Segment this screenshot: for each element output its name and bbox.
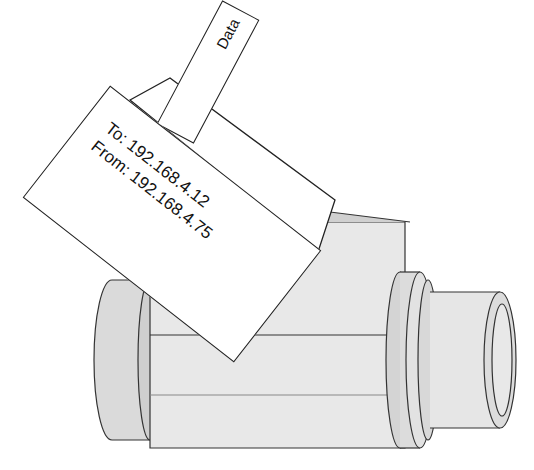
pipe-highlight <box>150 334 405 335</box>
end-cap-edge <box>430 427 500 428</box>
pipe-shade <box>150 394 405 395</box>
end-cap-edge <box>430 291 500 292</box>
right-flange-edge <box>400 447 420 448</box>
end-cap-face <box>484 292 516 428</box>
right-flange-edge <box>400 271 420 272</box>
tag-label: Data <box>212 15 245 52</box>
end-cap-boss <box>492 304 512 416</box>
